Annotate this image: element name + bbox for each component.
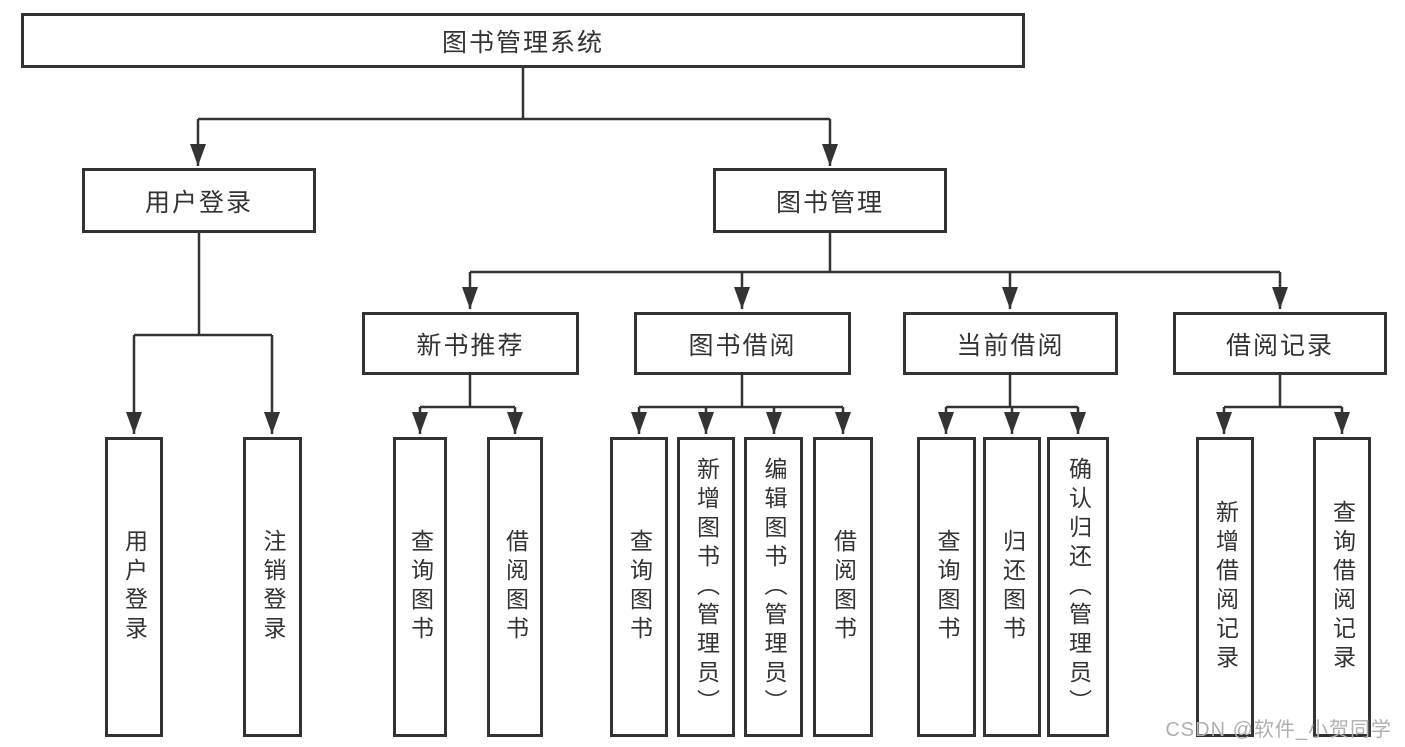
node-new-book-recommend: 新书推荐 — [362, 312, 579, 375]
connector-user-login-bus — [134, 233, 272, 337]
node-query-books-current: 查询图书 — [917, 437, 976, 737]
connector-book-borrow-bus — [639, 375, 843, 409]
node-add-borrow-record: 新增借阅记录 — [1196, 437, 1254, 737]
node-label: 编辑图书（管理员） — [761, 456, 787, 718]
node-label: 新增借阅记录 — [1212, 500, 1239, 674]
node-query-books-borrowing: 查询图书 — [610, 437, 668, 737]
node-label: 借阅图书 — [830, 529, 857, 645]
node-label: 图书管理 — [775, 188, 884, 217]
node-label: 借阅图书 — [502, 529, 529, 645]
node-label: 归还图书 — [999, 529, 1026, 645]
connector-new-book-bus — [420, 375, 515, 409]
node-label: 查询图书 — [407, 529, 434, 645]
node-borrow-books-recommend: 借阅图书 — [487, 437, 543, 737]
node-label: 新书推荐 — [416, 331, 525, 360]
connector-book-management-bus — [470, 233, 1280, 274]
node-user-login: 用户登录 — [82, 168, 316, 233]
node-label: 借阅记录 — [1225, 331, 1334, 360]
csdn-watermark: CSDN @软件_小贺同学 — [1165, 719, 1392, 741]
node-label: 注销登录 — [260, 529, 286, 645]
node-query-books-recommend: 查询图书 — [393, 437, 447, 737]
node-book-management: 图书管理 — [713, 168, 947, 233]
node-label: 当前借阅 — [956, 331, 1065, 360]
node-confirm-return-admin: 确认归还（管理员） — [1047, 437, 1109, 737]
node-edit-books-admin: 编辑图书（管理员） — [744, 437, 803, 737]
node-book-borrowing: 图书借阅 — [634, 312, 851, 375]
node-add-books-admin: 新增图书（管理员） — [677, 437, 735, 737]
node-borrow-books-leaf: 借阅图书 — [813, 437, 873, 737]
node-query-borrow-record: 查询借阅记录 — [1313, 437, 1371, 737]
node-label: 查询借阅记录 — [1329, 500, 1356, 674]
node-return-books: 归还图书 — [983, 437, 1041, 737]
node-borrowing-records: 借阅记录 — [1173, 312, 1387, 375]
node-user-login-leaf: 用户登录 — [105, 437, 163, 737]
node-label: 确认归还（管理员） — [1065, 456, 1092, 718]
connector-records-bus — [1224, 375, 1342, 409]
connector-root-bus — [198, 68, 830, 121]
node-label: 新增图书（管理员） — [693, 456, 720, 718]
node-logout-leaf: 注销登录 — [243, 437, 302, 737]
node-current-borrowing: 当前借阅 — [903, 312, 1118, 375]
node-label: 用户登录 — [121, 529, 148, 645]
arrow-drops — [126, 119, 1350, 434]
node-label: 图书管理系统 — [441, 28, 604, 57]
node-label: 查询图书 — [934, 529, 960, 645]
node-label: 图书借阅 — [688, 331, 797, 360]
node-library-management-system: 图书管理系统 — [21, 13, 1025, 68]
connector-current-borrow-bus — [946, 375, 1078, 409]
node-label: 用户登录 — [144, 188, 253, 217]
node-label: 查询图书 — [626, 529, 653, 645]
